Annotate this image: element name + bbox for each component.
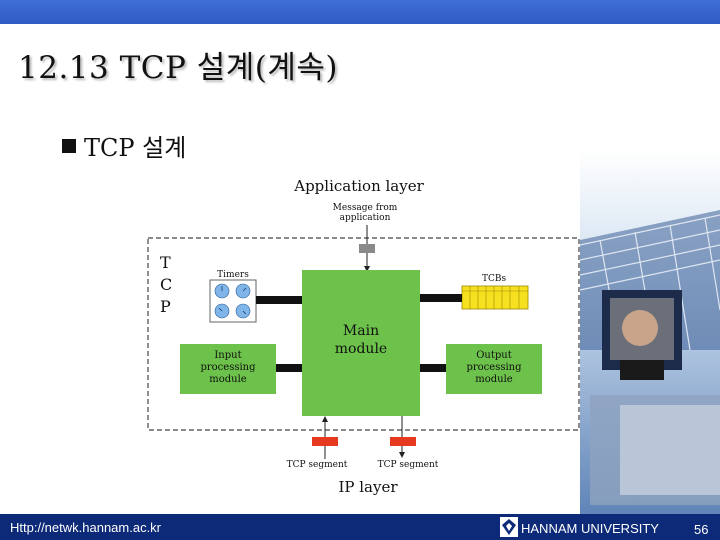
input-processing-module-box xyxy=(180,344,276,394)
output-processing-module-box xyxy=(446,344,542,394)
input-module-line1: Input xyxy=(214,350,241,361)
slide-title: 12.13 TCP 설계(계속) xyxy=(18,50,338,86)
tcbs-label: TCBs xyxy=(482,274,507,284)
input-module-line3: module xyxy=(209,374,247,385)
tcp-letter-p: P xyxy=(160,297,171,316)
segment-connector-right xyxy=(390,437,416,446)
tcp-segment-left-label: TCP segment xyxy=(287,460,348,470)
output-connector xyxy=(420,364,446,372)
decorative-photo-collage xyxy=(580,150,720,515)
main-module-box xyxy=(302,270,420,416)
tcp-letter-t: T xyxy=(160,253,171,272)
bullet-item: TCP 설계 xyxy=(62,128,186,163)
tcp-segment-right-label: TCP segment xyxy=(378,460,439,470)
tcb-table xyxy=(461,285,529,310)
square-bullet-icon xyxy=(62,138,76,153)
output-module-line3: module xyxy=(475,374,513,385)
application-layer-label: Application layer xyxy=(293,177,424,195)
segment-connector-left xyxy=(312,437,338,446)
footer-bar: Http://netwk.hannam.ac.kr HANNAM UNIVERS… xyxy=(0,514,720,540)
input-module-line2: processing xyxy=(200,362,256,373)
message-label-line2: application xyxy=(340,213,391,223)
footer-university: HANNAM UNIVERSITY xyxy=(521,521,659,536)
timers-label: Timers xyxy=(217,270,249,280)
message-label-line1: Message from xyxy=(333,203,398,213)
university-logo-icon xyxy=(500,517,518,537)
page-number: 56 xyxy=(694,522,709,537)
incoming-message-connector xyxy=(359,244,375,253)
tcp-design-diagram: Application layer Message from applicati… xyxy=(147,177,580,496)
tcb-connector xyxy=(420,294,462,302)
main-module-line1: Main xyxy=(343,323,379,339)
ip-layer-label: IP layer xyxy=(338,478,398,496)
timers-connector xyxy=(256,296,302,304)
output-module-line2: processing xyxy=(466,362,522,373)
input-connector xyxy=(276,364,302,372)
tcp-letter-c: C xyxy=(160,275,172,294)
output-module-line1: Output xyxy=(476,350,512,361)
top-banner xyxy=(0,0,720,24)
main-module-line2: module xyxy=(335,341,387,357)
bullet-text: TCP 설계 xyxy=(84,134,187,162)
footer-url[interactable]: Http://netwk.hannam.ac.kr xyxy=(10,520,162,535)
